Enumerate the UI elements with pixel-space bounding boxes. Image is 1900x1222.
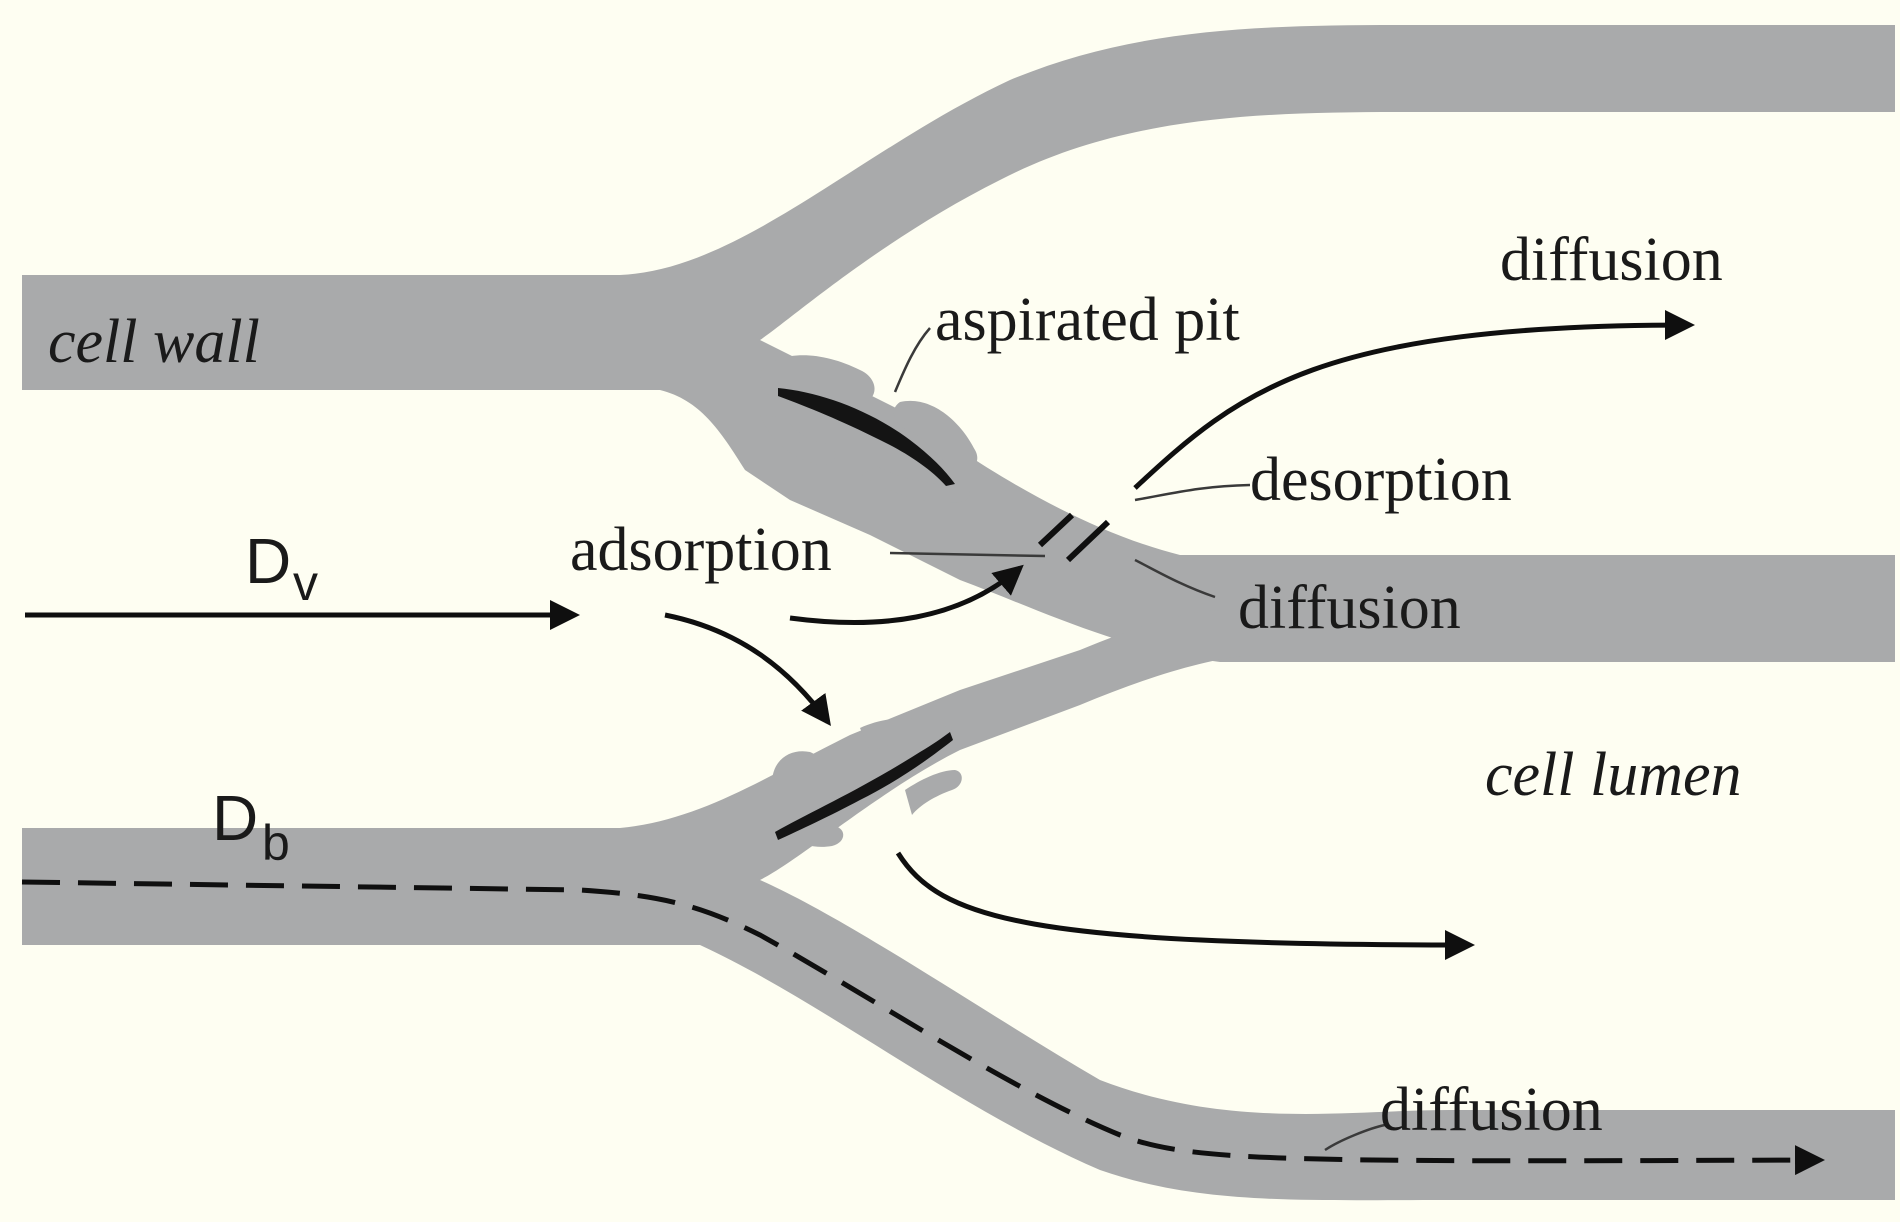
lower-pit-upper-left — [771, 751, 819, 806]
lower-pit-membrane — [775, 732, 953, 840]
desorption-label: desorption — [1250, 446, 1512, 514]
dv-sub: v — [293, 555, 318, 611]
desorption-arrow — [1133, 310, 1695, 490]
lower-pit-upper-right — [860, 718, 957, 752]
db-dashed-arrow — [21, 879, 1825, 1176]
dv-label: D v — [245, 525, 318, 611]
cell-wall-label: cell wall — [48, 308, 260, 376]
flux-mark-1 — [1037, 512, 1075, 548]
desorption-leader — [1134, 483, 1251, 502]
cell-lumen-label: cell lumen — [1485, 741, 1742, 809]
upper-cell-wall — [22, 25, 1895, 662]
lower-pit-lower-right — [905, 770, 962, 815]
upper-pit-membrane — [778, 388, 955, 486]
dv-main: D — [245, 525, 291, 597]
upper-pit — [760, 355, 978, 503]
diffusion-top-label: diffusion — [1500, 226, 1723, 294]
db-main: D — [212, 782, 258, 854]
adsorption-leader — [889, 551, 1046, 558]
curve-down-arrow — [664, 612, 831, 727]
aspirated-pit-leader — [893, 327, 931, 393]
upper-pit-lower-right — [862, 466, 970, 503]
upper-pit-lower-left — [760, 415, 836, 466]
db-sub: b — [262, 815, 290, 871]
diffusion-middle-leader — [1134, 558, 1216, 599]
flux-mark-2 — [1065, 519, 1111, 563]
adsorption-arrow — [789, 564, 1024, 626]
adsorption-label: adsorption — [570, 516, 832, 584]
lower-pit-lower-left — [772, 812, 844, 847]
upper-pit-torus-right — [893, 400, 978, 471]
lower-pit — [771, 718, 962, 847]
lower-cell-wall — [22, 610, 1895, 1201]
diffusion-middle-label: diffusion — [1238, 574, 1461, 642]
upper-pit-torus-left — [760, 355, 875, 406]
diffusion-bottom-leader — [1324, 1123, 1386, 1152]
db-label: D b — [212, 782, 290, 871]
aspirated-pit-label: aspirated pit — [935, 286, 1240, 354]
lower-out-arrow — [895, 851, 1475, 960]
diffusion-bottom-label: diffusion — [1380, 1076, 1603, 1144]
